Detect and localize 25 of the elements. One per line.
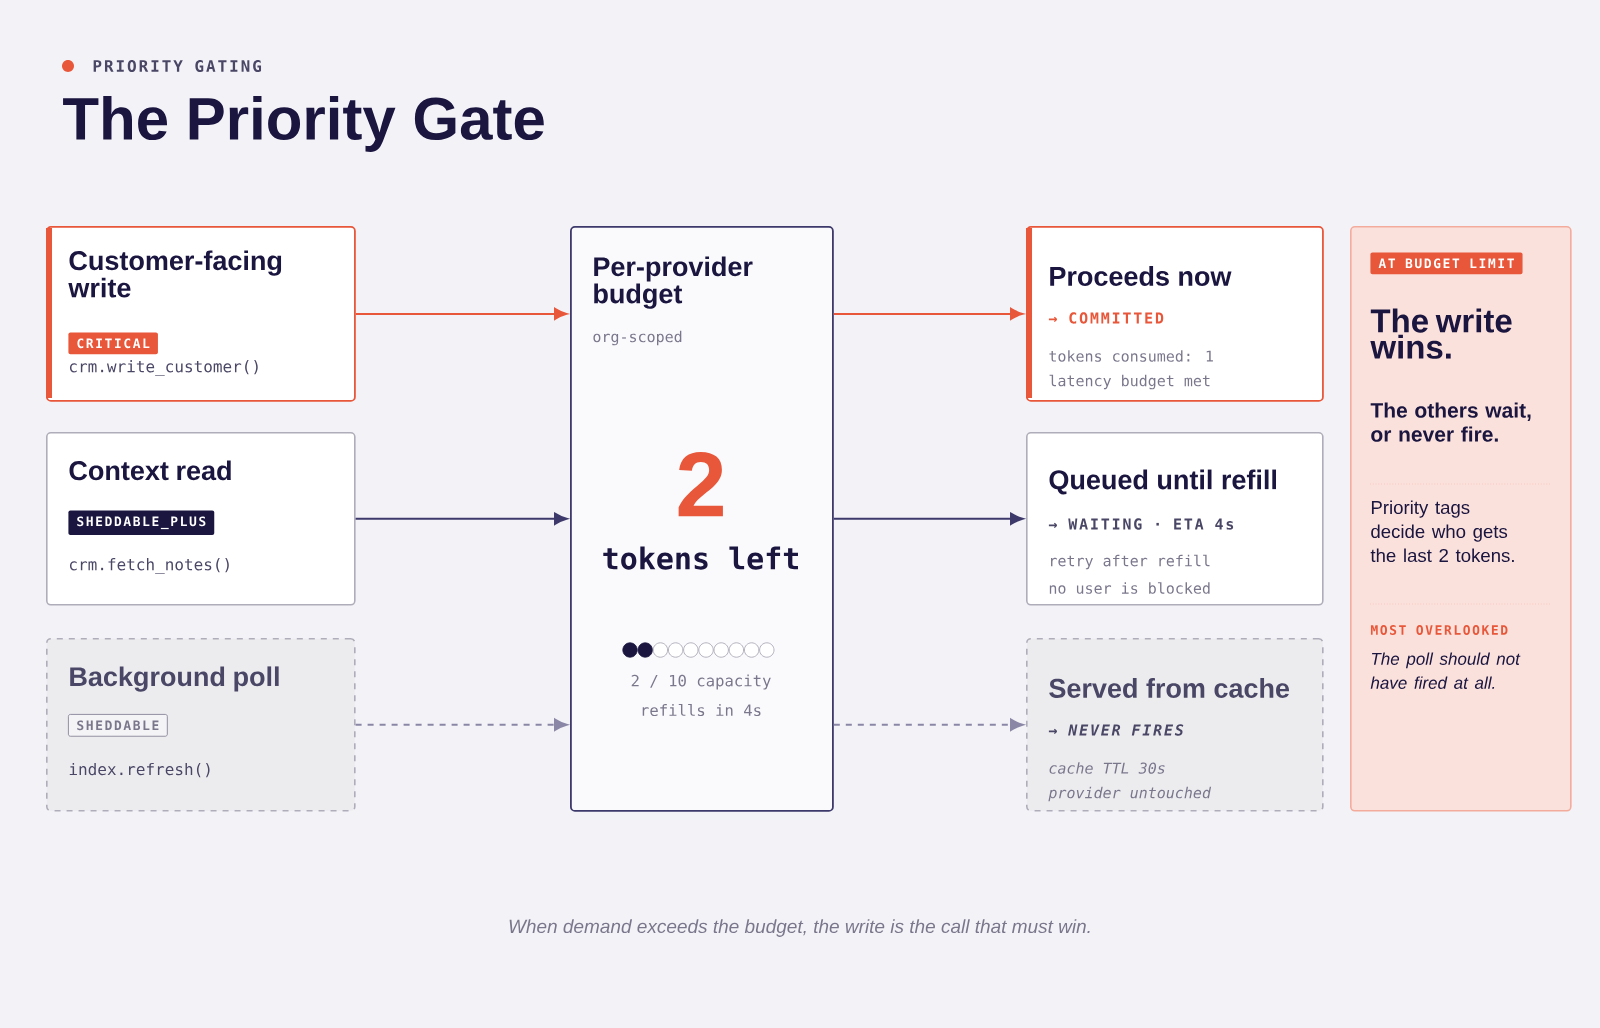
card-title: Context read [69, 460, 231, 481]
card-title: Customer-facing write [68, 250, 282, 298]
token-label: tokens left [603, 546, 798, 570]
arrow [832, 512, 1024, 525]
arrow [832, 718, 1024, 731]
code-text: index.refresh() [69, 762, 210, 778]
card-title: Background poll [70, 666, 279, 692]
card-title: Queued until refill [1049, 469, 1276, 495]
card-title: Per-provider budget [594, 256, 753, 309]
code-text: crm.fetch_notes() [69, 558, 229, 574]
token-count: 2 [678, 451, 723, 517]
arrow [354, 512, 568, 525]
arrow [354, 307, 568, 320]
arrow [354, 718, 568, 731]
code-text: crm.write_customer() [69, 360, 258, 376]
arrow [832, 307, 1024, 320]
panel-note: The poll should not have fired at all. [1370, 652, 1521, 689]
title: The Priority Gate [63, 96, 544, 152]
panel-note: Priority tags decide who gets the last 2 tokens. [1370, 500, 1514, 563]
card-title: Served from cache [1049, 678, 1290, 698]
caption: When demand exceeds the budget, the write is the call that must win. [509, 919, 1090, 937]
card-title: Proceeds now [1050, 266, 1232, 286]
panel-subheading: The others wait, or never fire. [1370, 402, 1531, 442]
eyebrow-label: PRIORITY GATING [93, 59, 261, 73]
panel-heading: The write wins. [1370, 308, 1512, 359]
